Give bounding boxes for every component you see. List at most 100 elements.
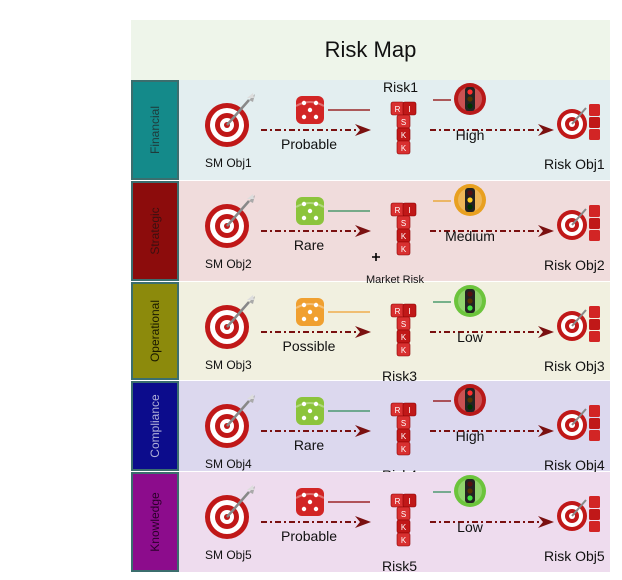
outcome-label: Risk Obj4: [544, 457, 605, 473]
likelihood-label: Possible: [282, 338, 336, 354]
severity-label: Medium: [445, 228, 495, 244]
light-connector: [433, 99, 451, 101]
traffic-light-icon: [454, 83, 486, 115]
svg-text:K: K: [401, 232, 407, 241]
outcome-label: Risk Obj5: [544, 548, 605, 564]
svg-text:K: K: [401, 536, 407, 545]
category-label-text: Financial: [148, 105, 162, 155]
svg-text:S: S: [401, 419, 406, 428]
likelihood-label: Rare: [293, 437, 325, 453]
traffic-light-icon: [454, 285, 486, 317]
risk-label: Risk1: [383, 79, 419, 95]
traffic-light-icon: [454, 184, 486, 216]
target-icon: [205, 394, 255, 448]
dice-connector: [328, 210, 370, 212]
outcome-target-icon: [557, 104, 600, 140]
outcome-label: Risk Obj3: [544, 358, 605, 374]
objective-label: SM Obj3: [205, 358, 252, 372]
dice-icon: [295, 197, 325, 225]
severity-label: High: [455, 127, 485, 143]
svg-text:S: S: [401, 118, 406, 127]
outcome-label: Risk Obj1: [544, 156, 605, 172]
light-connector: [433, 200, 451, 202]
dice-connector: [328, 410, 370, 412]
category-label-text: Operational: [148, 299, 162, 363]
svg-text:I: I: [408, 105, 410, 114]
light-connector: [433, 491, 451, 493]
severity-label: Low: [457, 329, 483, 345]
category-label: Financial: [131, 80, 179, 180]
target-icon: [205, 485, 255, 539]
severity-label: High: [455, 428, 485, 444]
traffic-light-icon: [454, 475, 486, 507]
dice-icon: [295, 96, 325, 124]
category-label-text: Compliance: [148, 394, 162, 458]
category-label: Knowledge: [131, 472, 179, 572]
category-label-text: Strategic: [148, 207, 162, 255]
target-icon: [205, 295, 255, 349]
svg-text:I: I: [408, 406, 410, 415]
outcome-label: Risk Obj2: [544, 257, 605, 273]
objective-label: SM Obj1: [205, 156, 252, 170]
flow-arrow: [261, 326, 371, 338]
risk-label: Risk3: [382, 368, 418, 384]
market-risk-annotation: Market Risk: [366, 274, 425, 286]
dice-icon: [295, 488, 325, 516]
traffic-light-icon: [454, 384, 486, 416]
dice-connector: [328, 109, 370, 111]
risk-label: Risk5: [382, 558, 418, 574]
likelihood-label: Probable: [280, 136, 338, 152]
light-connector: [433, 400, 451, 402]
svg-text:R: R: [395, 105, 401, 114]
svg-text:S: S: [401, 320, 406, 329]
svg-text:R: R: [395, 307, 401, 316]
objective-label: SM Obj2: [205, 257, 252, 271]
severity-label: Low: [457, 519, 483, 535]
likelihood-label: Rare: [293, 237, 325, 253]
likelihood-label: Probable: [280, 528, 338, 544]
dice-connector: [328, 501, 370, 503]
svg-text:K: K: [401, 432, 407, 441]
svg-text:I: I: [408, 497, 410, 506]
title-band: Risk Map: [131, 20, 610, 80]
category-label-text: Knowledge: [148, 492, 162, 552]
dice-connector: [328, 311, 370, 313]
category-label: Strategic: [131, 181, 179, 281]
flow-arrow: [261, 225, 371, 237]
svg-text:S: S: [401, 219, 406, 228]
svg-text:R: R: [395, 497, 401, 506]
move-cursor-icon: [372, 253, 380, 261]
svg-text:I: I: [408, 206, 410, 215]
flow-arrow: [261, 516, 371, 528]
outcome-target-icon: [557, 405, 600, 441]
dice-icon: [295, 397, 325, 425]
svg-text:R: R: [395, 206, 401, 215]
svg-text:K: K: [401, 346, 407, 355]
flow-arrow: [261, 124, 371, 136]
page-title: Risk Map: [324, 37, 417, 62]
svg-text:K: K: [401, 333, 407, 342]
flow-arrow: [430, 124, 554, 136]
svg-text:K: K: [401, 523, 407, 532]
flow-arrow: [261, 425, 371, 437]
svg-text:K: K: [401, 245, 407, 254]
target-icon: [205, 194, 255, 248]
objective-label: SM Obj5: [205, 548, 252, 562]
flow-arrow: [430, 326, 554, 338]
flow-arrow: [430, 425, 554, 437]
outcome-target-icon: [557, 496, 600, 532]
outcome-target-icon: [557, 205, 600, 241]
dice-icon: [295, 298, 325, 326]
category-label: Operational: [131, 282, 179, 380]
flow-arrow: [430, 225, 554, 237]
svg-text:K: K: [401, 144, 407, 153]
svg-text:S: S: [401, 510, 406, 519]
